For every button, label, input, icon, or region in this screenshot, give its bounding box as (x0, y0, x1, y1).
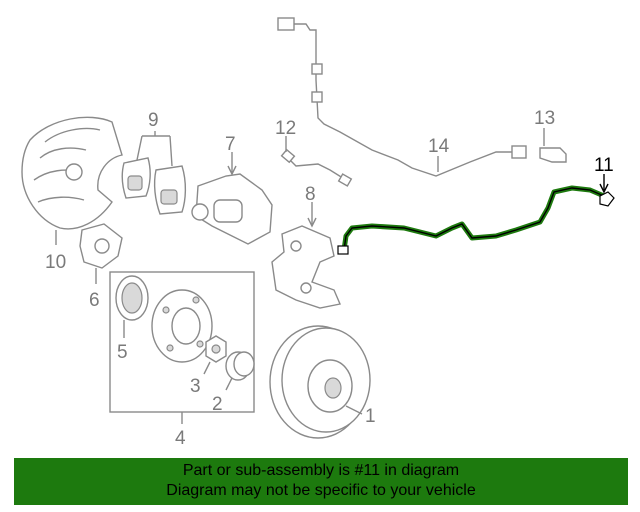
brake-pads-part[interactable] (121, 131, 187, 215)
callout-9: 9 (148, 110, 159, 131)
callout-5: 5 (117, 342, 128, 363)
short-brake-hose-part[interactable] (280, 136, 353, 187)
callout-2: 2 (212, 394, 223, 415)
callout-12: 12 (275, 118, 296, 139)
caliper-bracket-part[interactable] (271, 202, 341, 309)
callout-7: 7 (225, 134, 236, 155)
callout-4: 4 (175, 428, 186, 449)
callout-11: 11 (594, 155, 614, 176)
steering-knuckle-part[interactable] (79, 223, 123, 284)
callout-8: 8 (305, 184, 316, 205)
abs-sensor-part[interactable] (539, 128, 567, 163)
hub-nut-part[interactable] (203, 335, 227, 375)
brake-rotor-part[interactable] (269, 325, 371, 439)
wheel-hub-part[interactable] (151, 289, 213, 363)
brake-parts-diagram: 10 9 7 6 4 (21, 17, 615, 449)
callout-14: 14 (428, 136, 450, 157)
callout-3: 3 (190, 376, 201, 397)
callout-1: 1 (365, 406, 376, 427)
brake-caliper-part[interactable] (191, 152, 273, 245)
callout-13: 13 (534, 108, 555, 129)
callout-6: 6 (89, 290, 100, 311)
dust-cap-part[interactable] (225, 351, 255, 391)
banner-line-1: Part or sub-assembly is #11 in diagram (182, 462, 460, 479)
callout-10: 10 (45, 252, 66, 273)
banner-line-2: Diagram may not be specific to your vehi… (166, 482, 476, 499)
abs-sensor-wire-part[interactable] (277, 17, 527, 177)
brake-hose-part-11[interactable] (337, 174, 615, 255)
splash-shield-part[interactable] (21, 116, 123, 245)
notice-banner: Part or sub-assembly is #11 in diagram D… (14, 458, 628, 505)
abs-ring-part[interactable] (115, 275, 149, 338)
